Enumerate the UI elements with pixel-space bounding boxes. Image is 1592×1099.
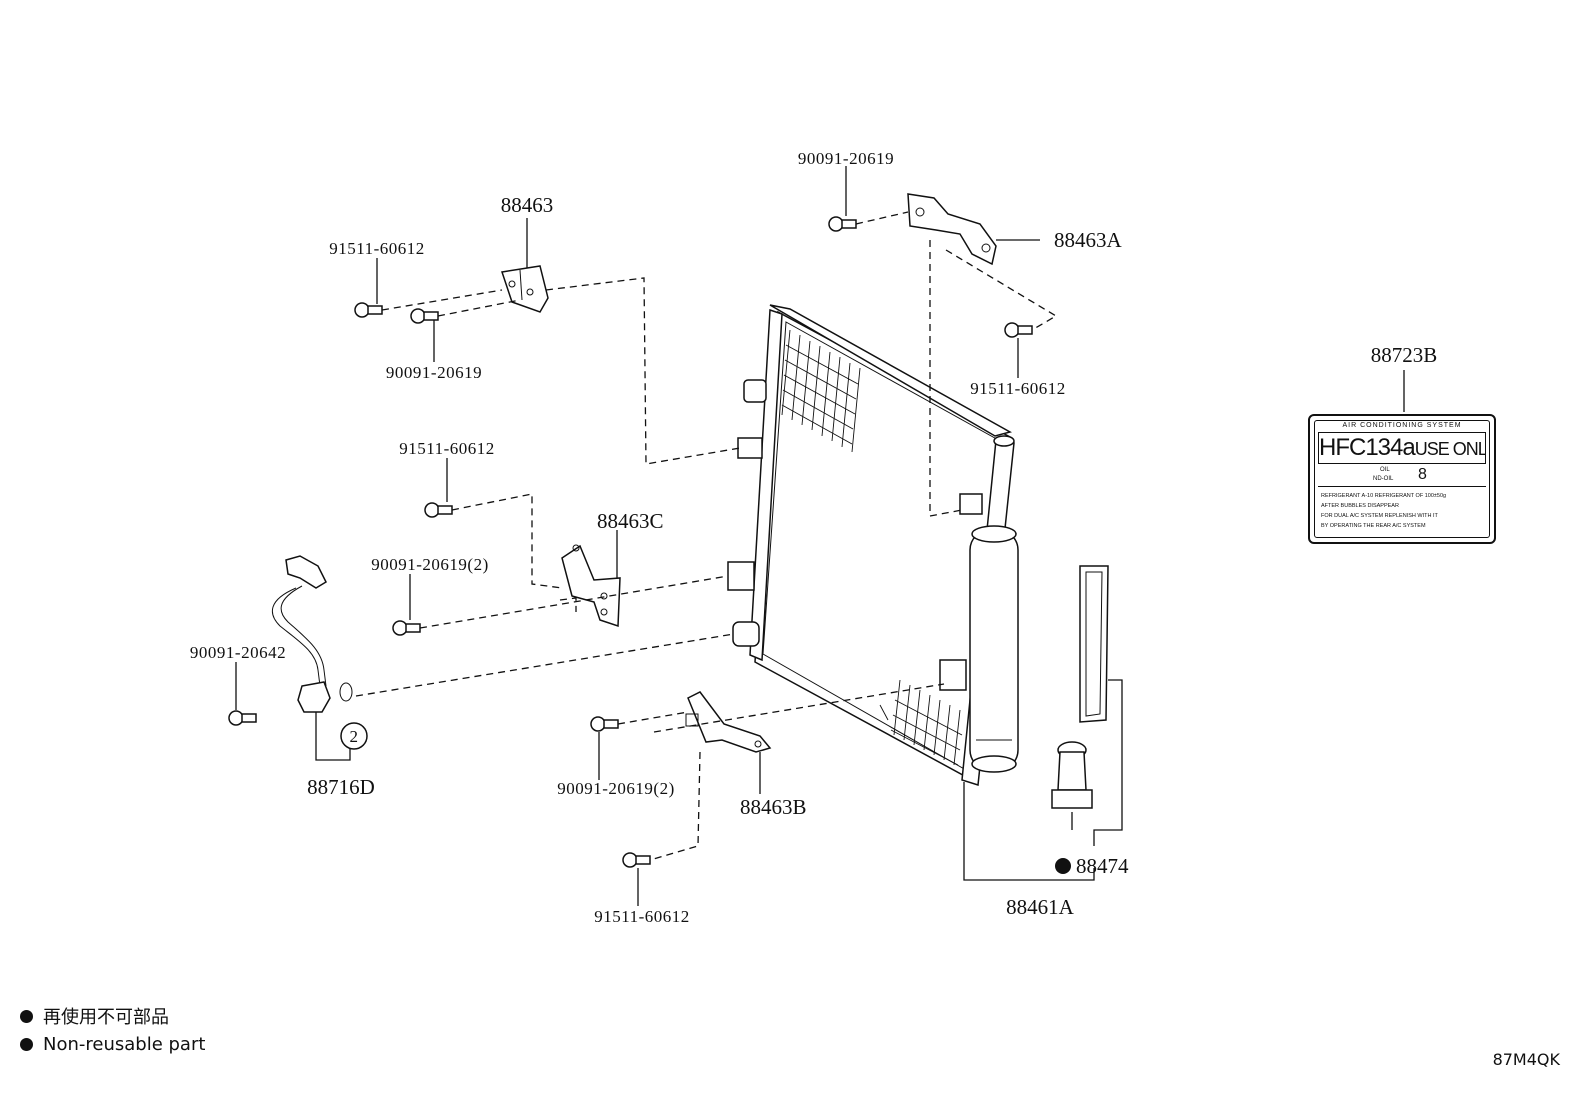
pressure-sensor-88716D: [271, 555, 353, 713]
assembly-dashed-lines: [355, 211, 1058, 861]
label-88463A: 88463A: [1054, 228, 1123, 252]
label-card-notes: REFRIGERANT A-10 REFRIGERANT OF 100±50g …: [1321, 491, 1485, 531]
label-card-title: AIR CONDITIONING SYSTEM: [1342, 422, 1462, 429]
bracket-88463C: [561, 544, 621, 628]
quantity-circle: [340, 722, 368, 750]
label-88463C: 88463C: [597, 509, 664, 533]
label-card-use-only: USE ONLY: [1414, 439, 1486, 459]
condenser-fins-upper: [781, 329, 861, 453]
label-card-oil-type: ND-OIL: [1373, 476, 1394, 482]
non-reusable-dot-icon: [1055, 858, 1071, 874]
bolt-icon: [1004, 322, 1033, 338]
label-88723B: 88723B: [1371, 343, 1438, 367]
label-bolt-90091-mid: 90091-20619(2): [371, 555, 488, 574]
label-card-oil-key: OIL: [1380, 467, 1390, 473]
bolt-icon: [410, 308, 439, 324]
label-card-note: FOR DUAL A/C SYSTEM REPLENISH WITH IT: [1321, 513, 1438, 519]
oring-quantity: 2: [350, 727, 359, 746]
bolt-icons: [228, 216, 1033, 868]
label-card-refrigerant: HFC134aUSE ONLY: [1318, 432, 1486, 464]
label-card-refrigerant-type: HFC134a: [1319, 434, 1416, 461]
legend-row-en: Non-reusable part: [20, 1030, 205, 1058]
label-88463: 88463: [501, 193, 554, 217]
bolt-icon: [590, 716, 619, 732]
bolt-icon: [828, 216, 857, 232]
refrigerant-label-card: AIR CONDITIONING SYSTEM HFC134aUSE ONLY …: [1308, 414, 1496, 544]
label-bolt-90091-sensor: 90091-20642: [190, 643, 286, 662]
bracket-88463A: [907, 193, 997, 266]
desiccant-element: [1079, 565, 1109, 723]
label-card-note: BY OPERATING THE REAR A/C SYSTEM: [1321, 523, 1426, 529]
label-88474: 88474: [1076, 854, 1129, 878]
label-bolt-91511-a: 91511-60612: [329, 239, 425, 258]
receiver-tank: [969, 525, 1019, 773]
condenser-fins-lower: [879, 679, 963, 766]
bolt-icon: [622, 852, 651, 868]
bolt-icon: [424, 502, 453, 518]
label-88461A: 88461A: [1006, 895, 1075, 919]
label-bolt-91511-c: 91511-60612: [399, 439, 495, 458]
label-bolt-90091-left: 90091-20619: [386, 363, 482, 382]
label-card-note: AFTER BUBBLES DISAPPEAR: [1321, 503, 1399, 509]
label-88716D: 88716D: [307, 775, 375, 799]
legend-text-jp: 再使用不可部品: [43, 1007, 169, 1028]
legend-row-jp: 再使用不可部品: [20, 1002, 205, 1030]
label-card-inner: AIR CONDITIONING SYSTEM HFC134aUSE ONLY …: [1314, 420, 1490, 538]
bracket-88463B: [685, 691, 772, 753]
label-card-note: REFRIGERANT A-10 REFRIGERANT OF 100±50g: [1321, 493, 1447, 499]
bolt-icon: [228, 710, 257, 726]
figure-code: 87M4QK: [1492, 1050, 1560, 1069]
bullet-dot-icon: [20, 1037, 33, 1051]
label-bolt-91511-b: 91511-60612: [970, 379, 1066, 398]
bolt-icon: [354, 302, 383, 318]
label-88463B: 88463B: [740, 795, 807, 819]
legend: 再使用不可部品 Non-reusable part: [20, 1002, 205, 1058]
label-bolt-90091-low: 90091-20619(2): [557, 779, 674, 798]
legend-text-en: Non-reusable part: [43, 1033, 206, 1055]
bullet-dot-icon: [20, 1009, 33, 1023]
bolt-icon: [392, 620, 421, 636]
leader-lines: [235, 166, 1405, 906]
bracket-88463: [501, 265, 549, 313]
label-bolt-90091-top: 90091-20619: [798, 149, 894, 168]
filter-cap: [1051, 741, 1093, 809]
label-card-oil-value: 8: [1418, 466, 1427, 483]
label-bolt-91511-d: 91511-60612: [594, 907, 690, 926]
label-card-oil-row: OIL ND-OIL 8: [1318, 466, 1486, 487]
